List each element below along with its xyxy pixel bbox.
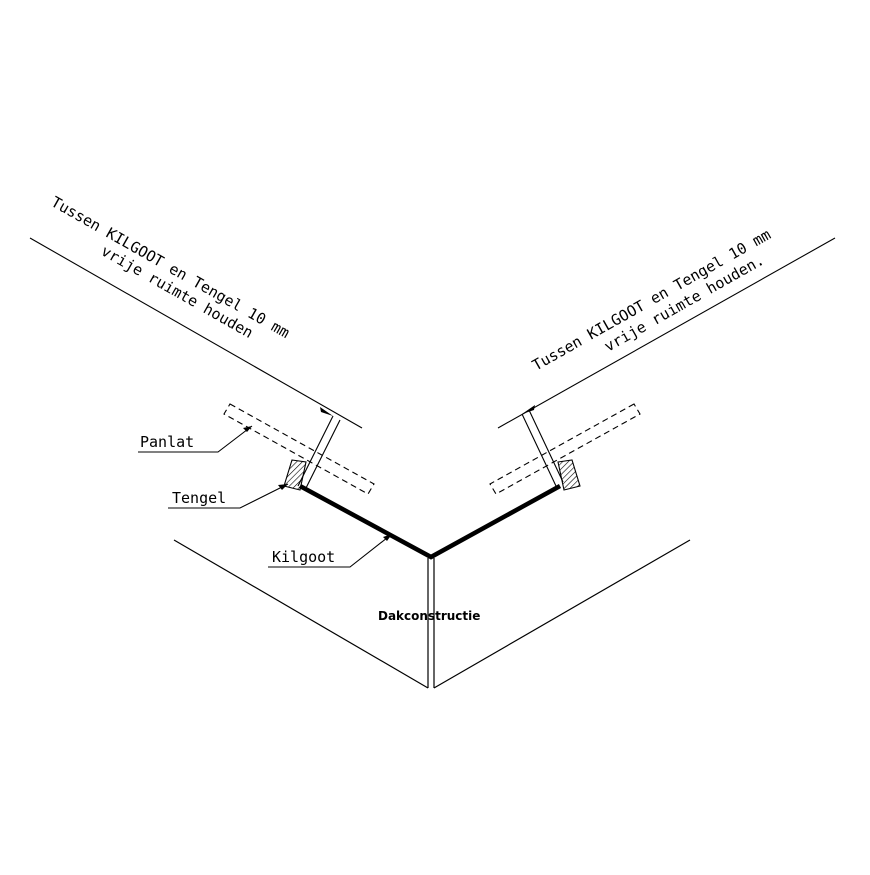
roof-right-line — [433, 539, 691, 689]
right-tick-line-b — [528, 409, 564, 483]
roof-left-line — [173, 539, 429, 689]
note-left-line1: Tussen KILGOOT en Tengel 10 mm — [48, 193, 293, 342]
panlat-shapes — [223, 403, 641, 495]
right-arrow — [522, 405, 535, 414]
dimension-lines — [29, 237, 836, 491]
right-tick-line-a — [521, 413, 557, 487]
dakconstructie-label: Dakconstructie — [378, 609, 480, 623]
label-leaders — [138, 425, 393, 568]
tengel-shapes — [283, 459, 581, 491]
tengel-label: Tengel — [172, 489, 226, 507]
panlat-left — [223, 403, 375, 495]
left-note-leader — [29, 237, 363, 429]
right-note-leader — [497, 237, 836, 429]
tengel-leader-arrow — [278, 484, 288, 490]
tengel-left — [283, 459, 307, 491]
tengel-right — [557, 459, 581, 491]
left-arrow — [320, 407, 333, 416]
panlat-leader — [138, 425, 253, 453]
panlat-leader-arrow — [243, 426, 252, 432]
kilgoot-label: Kilgoot — [272, 548, 335, 566]
kilgoot-leader — [268, 533, 393, 568]
panlat-right — [489, 403, 641, 495]
note-right-line1: Tussen KILGOOT en Tengel 10 mm — [529, 225, 774, 374]
kilgoot-leader-arrow — [383, 534, 392, 541]
kilgoot-line — [298, 484, 562, 560]
panlat-label: Panlat — [140, 433, 194, 451]
tengel-leader — [168, 483, 289, 509]
roof-construction — [173, 539, 691, 689]
